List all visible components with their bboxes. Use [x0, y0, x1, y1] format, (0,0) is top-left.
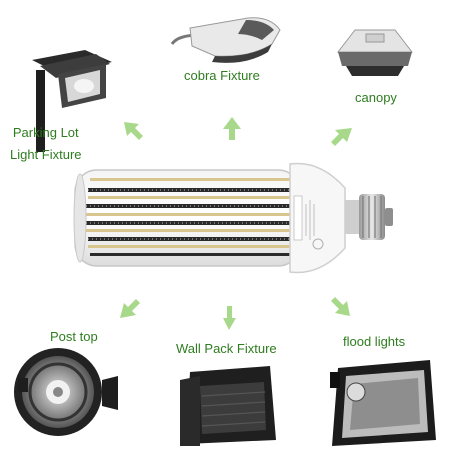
parking-lot-fixture-icon	[32, 50, 112, 152]
cobra-fixture-icon	[170, 17, 281, 63]
arrow-up-left	[124, 122, 143, 140]
arrow-down-left	[120, 299, 140, 318]
post-top-fixture-icon	[14, 348, 118, 436]
arrow-up-right	[331, 128, 352, 146]
parking-lot-label-line2: Light Fixture	[10, 147, 82, 162]
arrow-icon	[120, 117, 352, 330]
parking-lot-label-line1: Parking Lot	[12, 125, 79, 140]
post-top-label: Post top	[50, 329, 98, 344]
flood-lights-label: flood lights	[343, 334, 406, 349]
arrow-down-right	[331, 297, 350, 316]
wall-pack-fixture-icon	[180, 366, 276, 446]
arrow-down	[223, 306, 236, 330]
led-corn-bulb-icon	[73, 162, 393, 274]
canopy-fixture-icon	[336, 29, 414, 76]
cobra-fixture-label: cobra Fixture	[184, 68, 260, 83]
parking-lot-label: Parking Lot Light Fixture	[10, 124, 82, 163]
arrow-up	[223, 117, 241, 140]
flood-light-icon	[330, 360, 436, 446]
canopy-label: canopy	[355, 90, 397, 105]
wall-pack-label: Wall Pack Fixture	[176, 341, 277, 356]
